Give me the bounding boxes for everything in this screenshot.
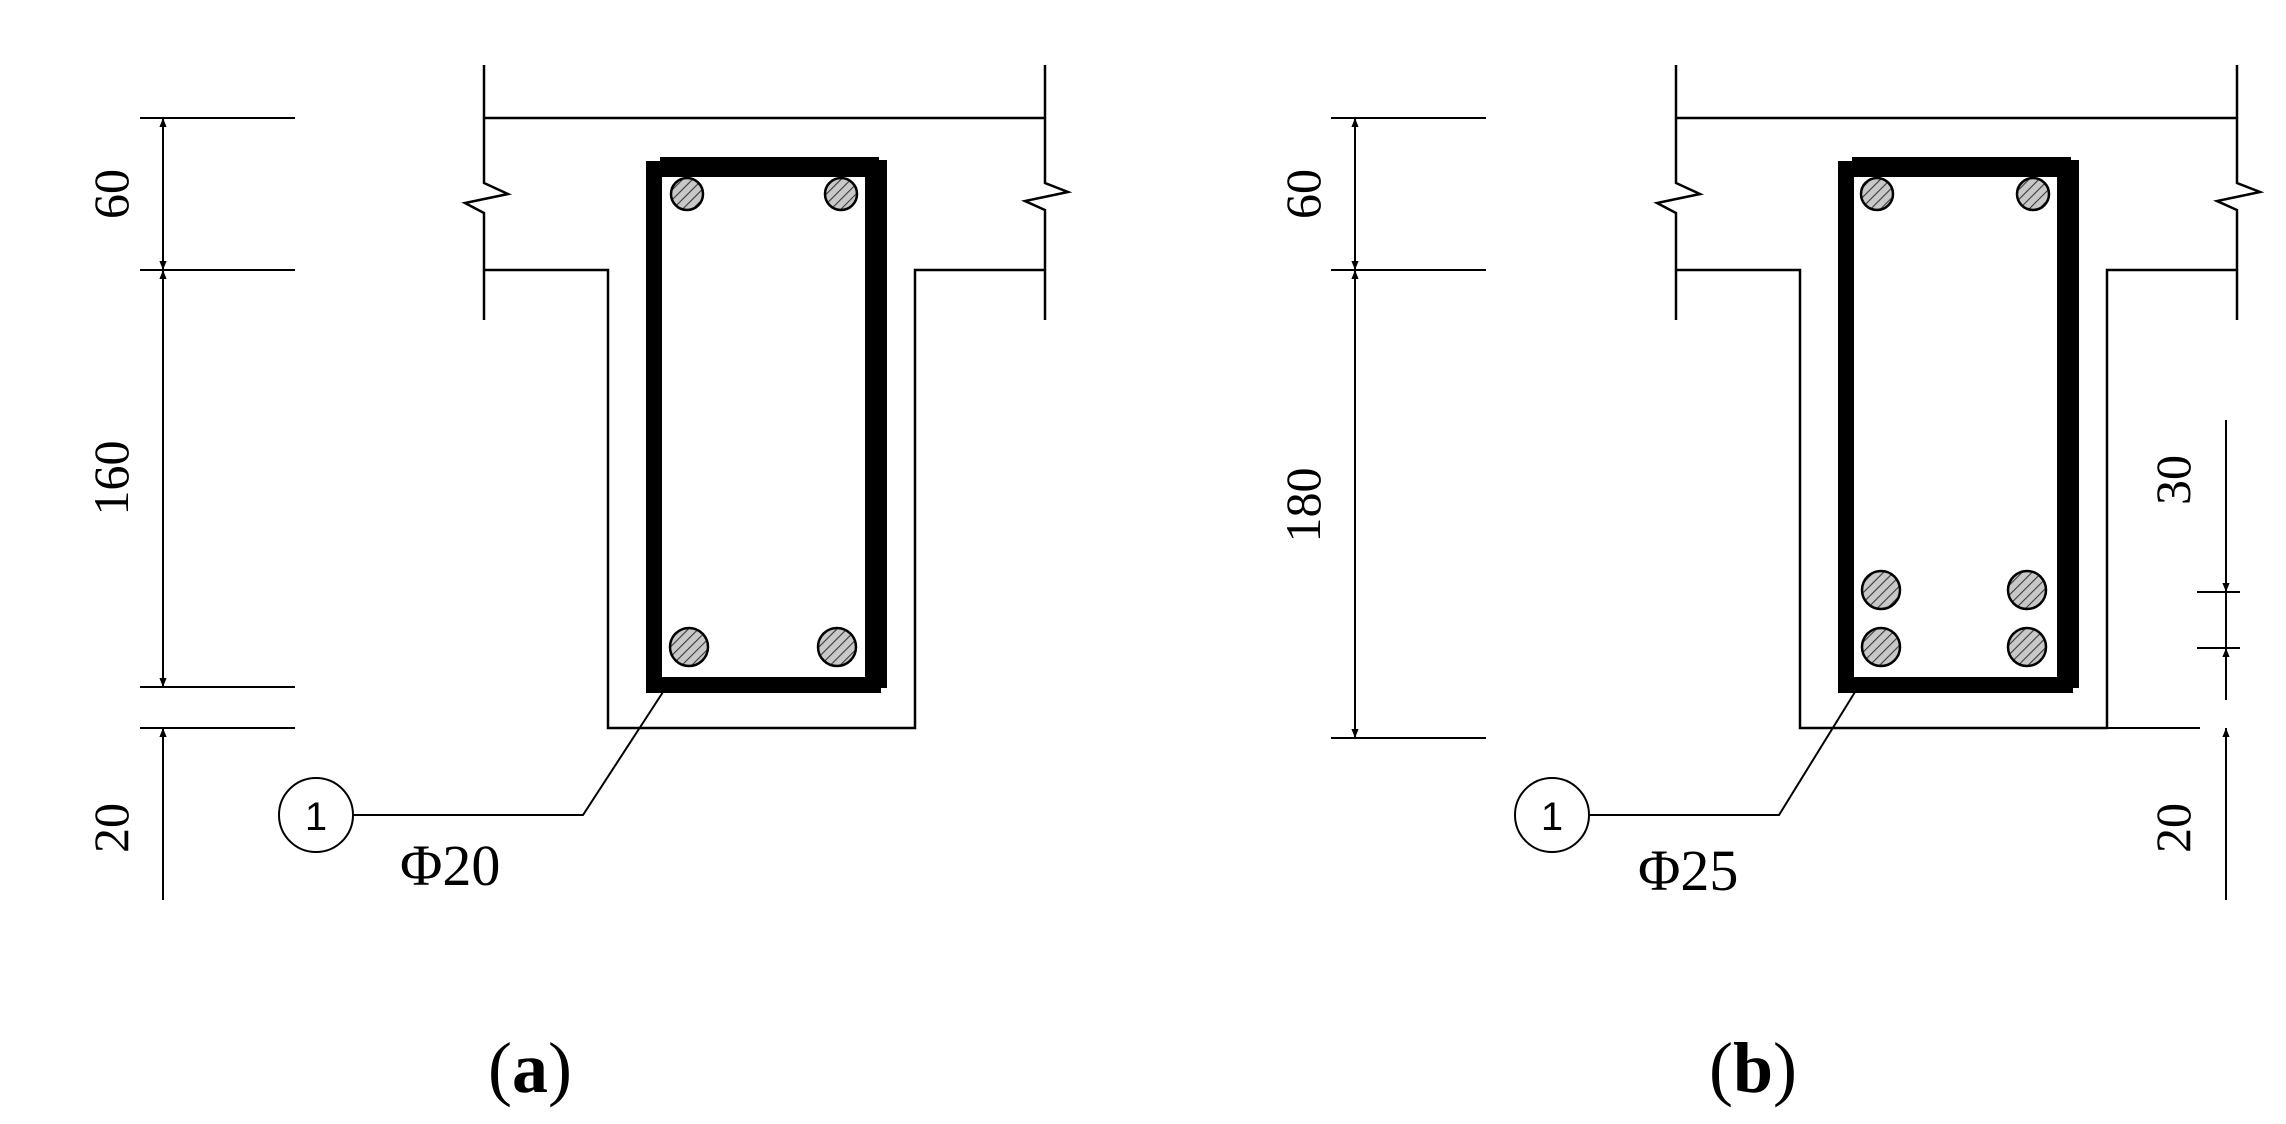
rebar [816, 626, 858, 668]
rebar [669, 176, 705, 212]
rebar-diameter-label: Φ20 [400, 833, 500, 898]
rebar [1859, 176, 1895, 212]
rebar [2006, 569, 2048, 611]
dimension-30: 30 [2145, 455, 2201, 505]
panel-caption: (b) [1709, 1028, 1797, 1108]
callout-number: 1 [1541, 795, 1563, 839]
dimension-60: 60 [1275, 169, 1331, 219]
callout-number: 1 [305, 795, 327, 839]
callout [278, 691, 664, 853]
rebar-diameter-label: Φ25 [1638, 838, 1738, 903]
rebar [2006, 626, 2048, 668]
rebar-group [1859, 176, 2051, 668]
dimension-chain-right [2107, 420, 2240, 900]
dimension-20: 20 [83, 803, 139, 853]
t-beam-outline [461, 65, 1073, 730]
callout [1514, 691, 1856, 853]
dimension-chain-left [140, 117, 295, 900]
dimension-160: 160 [83, 441, 139, 516]
stirrup [646, 157, 887, 693]
rebar [1860, 569, 1902, 611]
rebar [823, 176, 859, 212]
rebar [1860, 626, 1902, 668]
dimension-chain-left [1331, 117, 1486, 739]
panel-caption: (a) [488, 1028, 572, 1108]
rebar-group [668, 176, 859, 668]
panel-b: 60 180 30 20 1 Φ25 (b) [1275, 65, 2265, 1108]
rebar [668, 626, 710, 668]
rebar [2015, 176, 2051, 212]
dimension-60: 60 [83, 169, 139, 219]
dimension-20: 20 [2145, 803, 2201, 853]
stirrup [1838, 157, 2079, 693]
t-beam-outline [1653, 65, 2265, 730]
dimension-180: 180 [1275, 468, 1331, 543]
panel-a: 60 160 20 1 Φ20 (a) [83, 65, 1073, 1108]
